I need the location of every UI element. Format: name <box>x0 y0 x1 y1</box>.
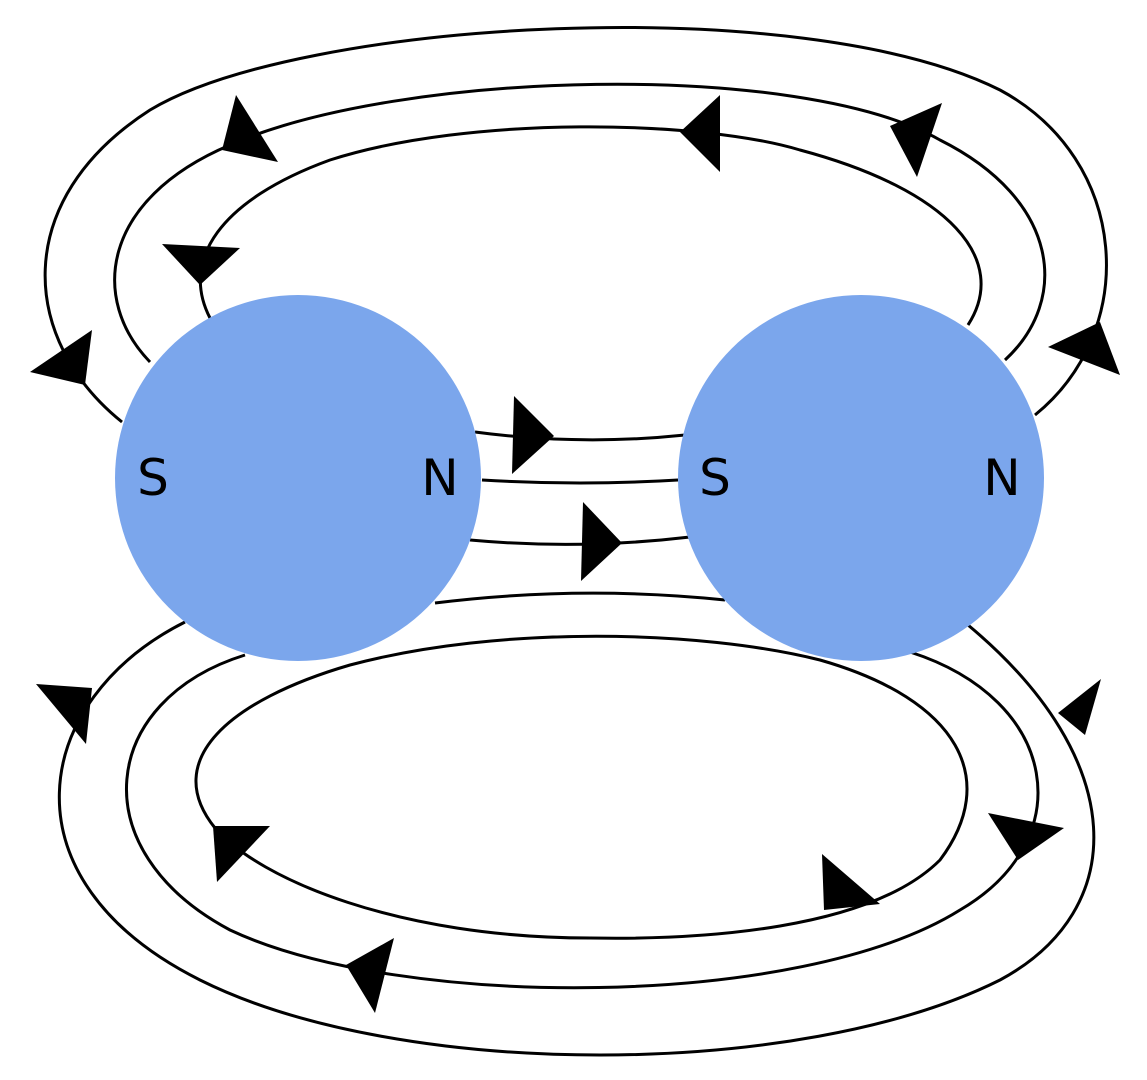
left-magnet-south-label: S <box>137 449 169 507</box>
middle-top-arrow <box>512 396 554 474</box>
lower-middle-arrow-left <box>346 938 394 1013</box>
right-magnet: S N <box>678 295 1044 661</box>
middle-bottom-arrow <box>581 502 622 581</box>
lower-outer-arrow-right <box>1058 679 1101 735</box>
right-magnet-north-label: N <box>983 449 1020 507</box>
right-magnet-south-label: S <box>699 449 731 507</box>
upper-inner-arrow-top <box>680 95 720 172</box>
upper-outer-arrow-left <box>30 330 92 385</box>
lower-outer-field-line <box>57 620 1096 1057</box>
left-magnet: S N <box>115 295 481 661</box>
upper-outer-field-line <box>43 26 1108 424</box>
lower-middle-arrow-right <box>988 813 1064 860</box>
upper-field-lines <box>43 26 1108 424</box>
upper-middle-field-line <box>113 82 1047 364</box>
lower-middle-field-line <box>125 650 1040 990</box>
middle-bottom-field-line <box>469 535 691 546</box>
middle-center-field-line <box>481 478 679 485</box>
upper-inner-field-line <box>199 125 983 326</box>
middle-field-lines <box>469 430 691 546</box>
lower-inner-arrow-right <box>822 854 880 910</box>
upper-inner-arrow-left <box>162 244 240 285</box>
left-magnet-body <box>115 295 481 661</box>
middle-top-field-line <box>474 430 686 442</box>
lower-field-lines <box>57 591 1096 1057</box>
upper-middle-arrow-right <box>890 103 942 177</box>
lower-inner-field-line <box>194 634 969 940</box>
left-magnet-north-label: N <box>421 449 458 507</box>
lower-inner-arrow-left <box>213 826 270 882</box>
upper-outer-arrow-right <box>1048 322 1120 375</box>
lower-connector-field-line <box>434 591 726 605</box>
lower-outer-arrow-left <box>36 684 92 744</box>
right-magnet-body <box>678 295 1044 661</box>
upper-middle-arrow-left <box>222 95 278 162</box>
arrowheads <box>30 95 1120 1013</box>
